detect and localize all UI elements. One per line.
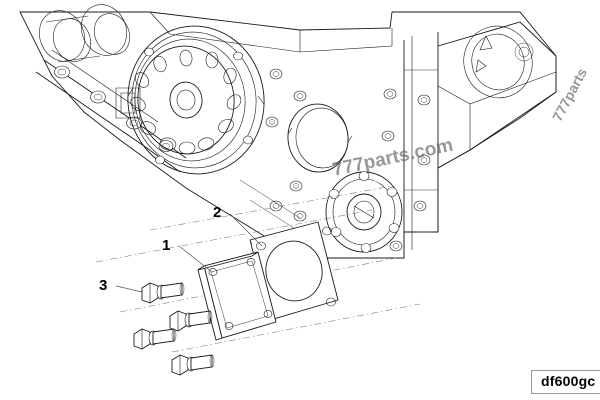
mounting-rail-left <box>35 49 187 173</box>
flange-bolt <box>133 328 177 350</box>
callout-number-2: 2 <box>213 204 222 221</box>
rear-block-right <box>437 21 557 169</box>
leader-line-2 <box>229 213 263 247</box>
flange-bolt <box>169 310 213 332</box>
cover-plate <box>197 251 277 341</box>
damper-pulley-flange <box>127 25 265 175</box>
callout-number-1: 1 <box>162 237 171 254</box>
part-label: df600gc <box>531 370 600 394</box>
callout-leaders <box>115 213 263 293</box>
housing-bolt-bosses <box>265 68 431 252</box>
callout-number-3: 3 <box>99 277 108 294</box>
cylinder-bores <box>38 4 131 63</box>
flange-hole-ring <box>130 49 242 155</box>
gear-housing <box>19 4 557 259</box>
leader-line-3 <box>115 285 143 293</box>
flange-bolt <box>141 282 185 304</box>
flange-bolt <box>171 354 215 376</box>
rail-bolt-pads <box>54 65 174 152</box>
center-bore <box>287 103 353 173</box>
flange-bolts <box>133 282 215 376</box>
pump-mount-pad <box>325 171 403 253</box>
leader-line-1 <box>178 245 213 273</box>
